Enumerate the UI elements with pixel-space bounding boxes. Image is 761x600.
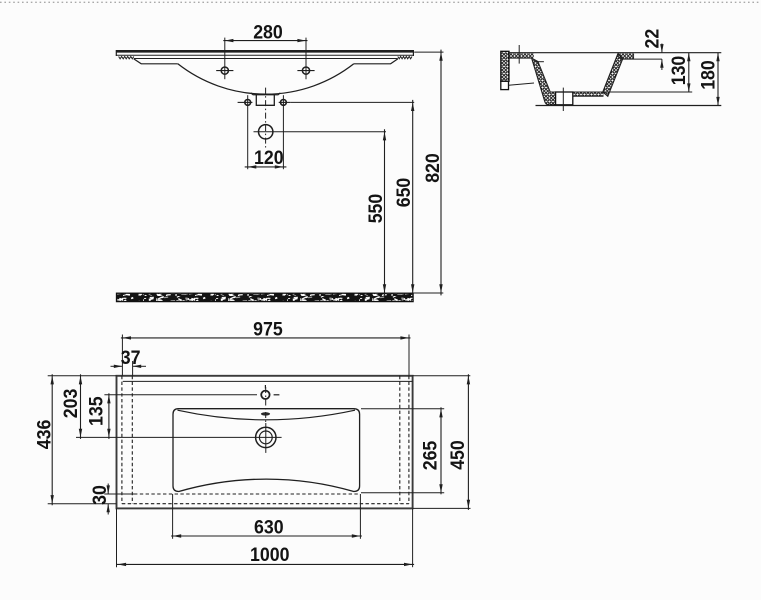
svg-text:30: 30 <box>90 485 111 505</box>
svg-text:37: 37 <box>121 348 141 369</box>
svg-text:630: 630 <box>254 517 284 538</box>
svg-text:120: 120 <box>254 148 284 169</box>
svg-text:820: 820 <box>423 153 444 183</box>
svg-text:650: 650 <box>394 178 415 208</box>
svg-text:975: 975 <box>253 320 283 341</box>
svg-text:203: 203 <box>61 389 82 419</box>
svg-text:265: 265 <box>421 440 442 470</box>
svg-text:450: 450 <box>448 440 469 470</box>
svg-text:130: 130 <box>669 56 690 86</box>
svg-text:180: 180 <box>698 60 719 90</box>
svg-text:22: 22 <box>643 29 664 49</box>
svg-text:280: 280 <box>253 23 283 44</box>
svg-text:1000: 1000 <box>250 545 290 566</box>
svg-text:550: 550 <box>366 194 387 224</box>
svg-text:135: 135 <box>87 396 108 426</box>
svg-text:436: 436 <box>34 420 55 450</box>
